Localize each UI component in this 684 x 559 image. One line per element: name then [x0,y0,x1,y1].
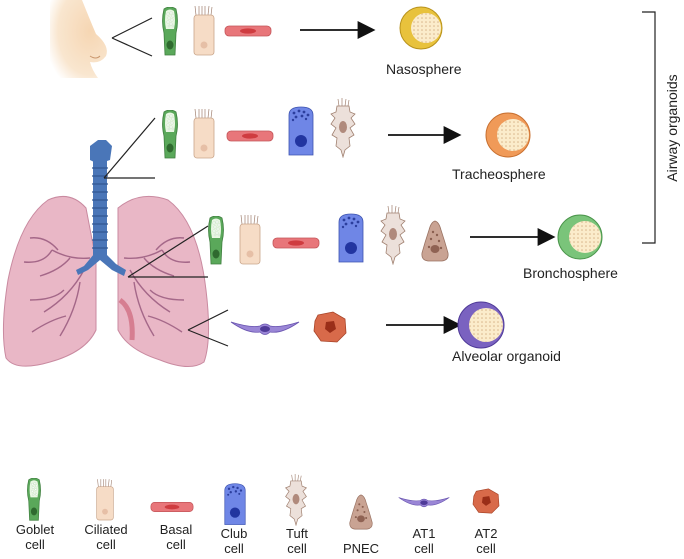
pnec-cell-icon [421,220,449,262]
legend-club-icon [224,483,246,526]
legend-tuft-line1: Tuft [286,526,308,541]
legend-basal-label: Basal cell [144,522,208,552]
club-cell-icon [288,106,314,156]
pointer-line [111,17,153,39]
legend-ciliated-line2: cell [96,537,116,552]
legend-club-line2: cell [224,541,244,556]
legend-at2-line2: cell [476,541,496,556]
legend-at2-label: AT2 cell [454,526,518,556]
bronchosphere-label: Bronchosphere [523,265,618,281]
goblet-cell-icon [162,110,178,159]
legend-at1-line1: AT1 [412,526,436,541]
trachea-illustration [76,140,126,276]
nose-illustration [50,0,107,78]
tracheosphere-organoid [485,112,531,158]
legend-tuft-line2: cell [287,541,307,556]
goblet-cell-icon [162,7,178,56]
pointer-line [111,37,153,57]
airway-bracket [642,11,656,244]
legend-ciliated-line1: Ciliated [84,522,128,537]
legend-basal-line2: cell [166,537,186,552]
legend-basal-icon [150,501,194,513]
club-cell-icon [338,213,364,263]
legend-pnec-line1: PNEC [342,541,380,556]
legend-goblet-icon [26,478,42,521]
at2-cell-icon [313,311,347,343]
legend-club-label: Club cell [202,526,266,556]
legend-ciliated-label: Ciliated cell [74,522,138,552]
ciliated-cell-icon [239,214,261,265]
tracheosphere-label: Tracheosphere [452,166,546,182]
tuft-cell-icon [330,98,356,158]
airway-organoids-label: Airway organoids [664,74,680,182]
ciliated-cell-icon [193,5,215,56]
arrows [300,21,556,334]
basal-cell-icon [272,237,320,249]
legend-tuft-icon [285,474,307,526]
legend-pnec-icon [349,494,373,530]
legend-tuft-label: Tuft cell [265,526,329,556]
lungs-illustration [2,195,210,367]
at1-cell-icon [230,321,300,335]
legend-goblet-line1: Goblet [15,522,55,537]
basal-cell-icon [224,25,272,37]
legend-goblet-line2: cell [25,537,45,552]
legend-goblet-label: Goblet cell [3,522,67,552]
legend-at1-icon [398,497,450,508]
legend-at1-label: AT1 cell [392,526,456,556]
legend-at1-line2: cell [414,541,434,556]
basal-cell-icon [226,130,274,142]
legend-at2-line1: AT2 [474,526,498,541]
legend-pnec-label: PNEC [329,541,393,556]
bronchosphere-organoid [557,214,603,260]
tuft-cell-icon [380,205,406,265]
pointer-lines [103,117,229,347]
legend-ciliated-icon [96,478,114,521]
legend-at2-icon [472,488,500,514]
legend-club-line1: Club [220,526,248,541]
ciliated-cell-icon [193,108,215,159]
nasosphere-label: Nasosphere [386,61,462,77]
alveolar-organoid-label: Alveolar organoid [452,348,561,364]
nasosphere-organoid [399,6,443,50]
alveolar-organoid [457,301,505,349]
goblet-cell-icon [208,216,224,265]
legend-basal-line1: Basal [159,522,193,537]
